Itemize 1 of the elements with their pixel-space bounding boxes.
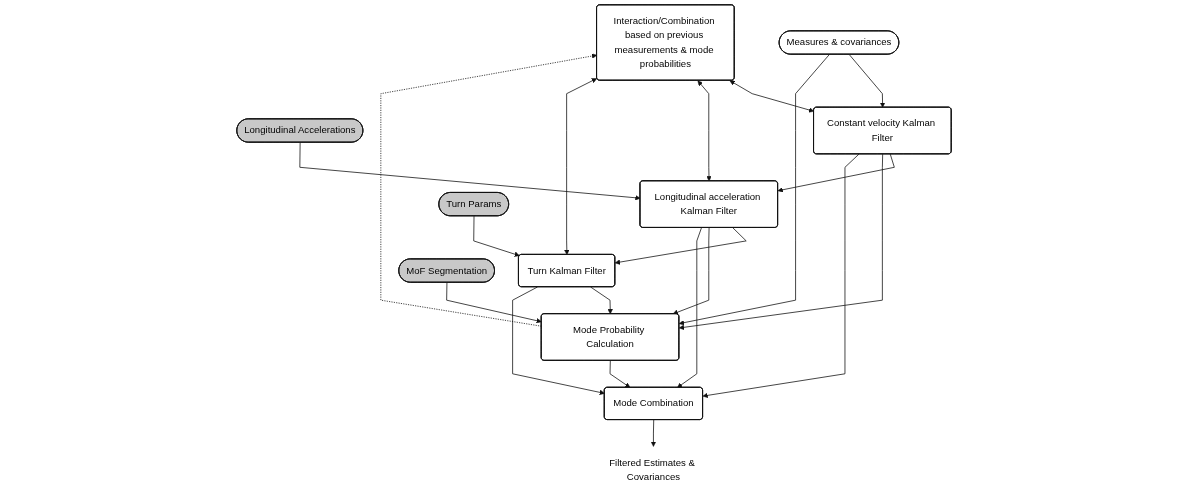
node-text: Filtered Estimates & Covariances: [609, 457, 695, 482]
